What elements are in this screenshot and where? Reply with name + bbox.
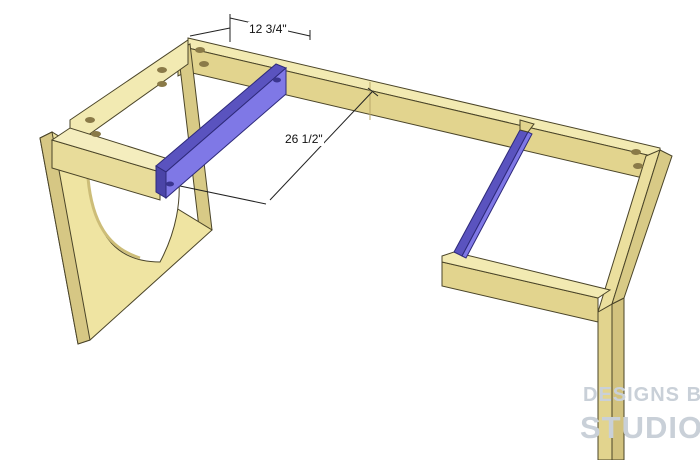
watermark-line1: DESIGNS BY: [583, 384, 700, 406]
dimension-label-brace-length: 12 3/4": [248, 22, 288, 36]
right-frame: [441, 149, 673, 460]
left-brace: [155, 63, 287, 200]
right-brace: [453, 119, 535, 259]
left-leg-panel: [39, 39, 213, 345]
dimension-label-brace-spacing: 26 1/2": [284, 132, 324, 146]
watermark-line2: STUDIO C: [580, 410, 700, 445]
